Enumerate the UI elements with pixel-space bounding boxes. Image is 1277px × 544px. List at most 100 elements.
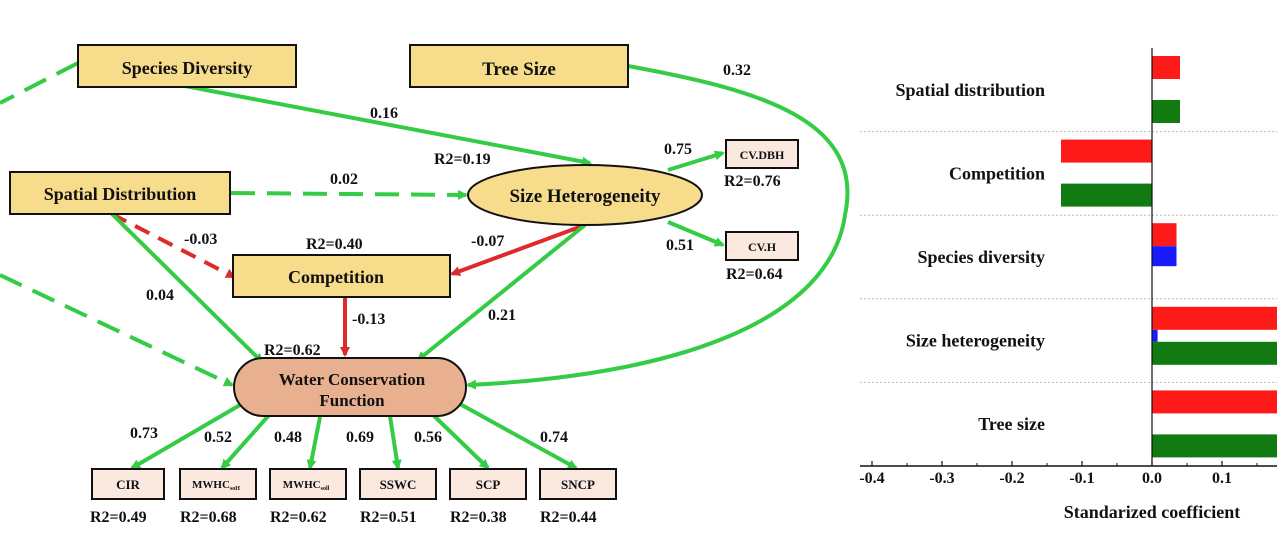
indicator-sswc-label: SSWC (380, 477, 417, 492)
indicator-scp: SCP (449, 468, 527, 500)
bar-tree-size-red (1152, 390, 1277, 414)
r2-sswc: R2=0.51 (360, 509, 417, 526)
indicator-mwhc-soll-label: MWHC (283, 479, 321, 491)
path-water-to-cir (130, 403, 242, 470)
paths (0, 61, 850, 470)
r2-cir: R2=0.49 (90, 509, 147, 526)
indicator-cir-label: CIR (116, 477, 140, 492)
bar-tree-size-green (1152, 434, 1277, 458)
r2-labels: R2=0.19 R2=0.40 R2=0.62 R2=0.76 R2=0.64 … (90, 151, 783, 526)
path-left-dashed-top (0, 61, 79, 105)
coefficient-labels: 0.32 0.16 0.02 -0.03 0.04 -0.07 0.21 -0.… (130, 62, 751, 446)
path-water-to-sswc (388, 415, 402, 470)
category-separators (860, 131, 1277, 383)
path-size-het-to-cv-h (667, 220, 725, 247)
x-tick-label: 0.0 (1142, 470, 1162, 487)
node-cv-h: CV.H (725, 231, 799, 261)
path-tree-size-to-water (466, 64, 850, 390)
water-conservation-label-line1: Water Conservation (279, 370, 426, 389)
indicator-mwhc-soll: MWHCsoll (269, 468, 347, 500)
category-label: Species diversity (918, 247, 1046, 267)
cv-dbh-label: CV.DBH (740, 148, 785, 162)
node-size-heterogeneity: Size Heterogeneity (467, 164, 703, 226)
coef-competition-to-water: -0.13 (352, 311, 385, 328)
path-water-to-sncp (459, 402, 578, 470)
coef-spatial-to-competition: -0.03 (184, 231, 217, 248)
node-water-conservation: Water Conservation Function (233, 357, 467, 417)
path-spatial-to-size-het (230, 189, 468, 200)
path-size-het-to-competition (450, 223, 586, 276)
coef-water-to-sncp: 0.74 (540, 429, 568, 446)
indicator-scp-label: SCP (476, 477, 501, 492)
bar-competition-red (1061, 139, 1152, 163)
path-spatial-to-water (110, 212, 264, 364)
x-tick-label: -0.1 (1069, 470, 1094, 487)
node-spatial-distribution: Spatial Distribution (9, 171, 231, 215)
r2-scp: R2=0.38 (450, 509, 507, 526)
coef-tree-size-to-water: 0.32 (723, 62, 751, 79)
path-left-dashed-to-water (0, 273, 234, 387)
spatial-distribution-label: Spatial Distribution (44, 184, 197, 204)
r2-cv-dbh: R2=0.76 (724, 173, 781, 190)
path-spatial-to-competition (111, 212, 236, 279)
indicator-mwhc-soll-subscript: soll (321, 486, 330, 492)
species-diversity-label: Species Diversity (122, 58, 252, 78)
coef-water-to-sswc: 0.69 (346, 429, 374, 446)
bar-size-heterogeneity-blue (1152, 329, 1158, 342)
r2-water-conservation: R2=0.62 (264, 342, 321, 359)
water-conservation-label-line2: Function (319, 391, 385, 410)
cv-h-label: CV.H (748, 240, 777, 254)
sem-diagram: Species Diversity Tree Size Spatial Dist… (0, 44, 850, 526)
x-axis-title: Standarized coefficient (1064, 502, 1240, 522)
coef-species-to-size-het: 0.16 (370, 105, 398, 122)
svg-text:MWHCsoH: MWHCsoH (192, 479, 240, 492)
indicator-mwhc-soh-subscript: soH (230, 486, 240, 492)
bar-size-heterogeneity-green (1152, 341, 1277, 365)
coef-water-to-mwhc-soh: 0.52 (204, 429, 232, 446)
svg-text:MWHCsoll: MWHCsoll (283, 479, 330, 492)
coef-size-het-to-cv-dbh: 0.75 (664, 141, 692, 158)
r2-competition: R2=0.40 (306, 236, 363, 253)
path-water-to-scp (428, 410, 490, 470)
r2-sncp: R2=0.44 (540, 509, 597, 526)
indicator-boxes: CIR MWHCsoH MWHCsoll SSWC SCP (91, 468, 617, 500)
indicator-mwhc-soh: MWHCsoH (179, 468, 257, 500)
bar-size-heterogeneity-red (1152, 306, 1277, 330)
indicator-mwhc-soh-label: MWHC (192, 479, 230, 491)
node-species-diversity: Species Diversity (77, 44, 297, 88)
x-tick-label: -0.3 (929, 470, 954, 487)
category-label: Spatial distribution (895, 80, 1045, 100)
path-size-het-to-water (416, 223, 587, 362)
x-tick-label: -0.2 (999, 470, 1024, 487)
indicator-sswc: SSWC (359, 468, 437, 500)
size-heterogeneity-label: Size Heterogeneity (509, 186, 661, 207)
indicator-cir: CIR (91, 468, 165, 500)
node-competition: Competition (232, 254, 451, 298)
r2-size-heterogeneity: R2=0.19 (434, 151, 491, 168)
coef-water-to-cir: 0.73 (130, 425, 158, 442)
bar-species-diversity-blue (1152, 246, 1177, 267)
bar-species-diversity-red (1152, 223, 1177, 247)
chart-bars (1061, 56, 1277, 458)
node-tree-size: Tree Size (409, 44, 629, 88)
x-tick-label: 0.1 (1212, 470, 1232, 487)
coef-size-het-to-competition: -0.07 (471, 233, 504, 250)
chart-axes (860, 48, 1277, 467)
node-cv-dbh: CV.DBH (725, 139, 799, 169)
coef-water-to-mwhc-soll: 0.48 (274, 429, 302, 446)
coef-size-het-to-water: 0.21 (488, 307, 516, 324)
bar-spatial-distribution-green (1152, 100, 1180, 123)
coef-spatial-to-size-het: 0.02 (330, 171, 358, 188)
category-label: Tree size (978, 414, 1045, 434)
indicator-sncp-label: SNCP (561, 477, 595, 492)
r2-mwhc-soll: R2=0.62 (270, 509, 327, 526)
path-species-to-size-het (184, 84, 592, 167)
path-water-to-mwhc-soll (306, 416, 322, 470)
bar-spatial-distribution-red (1152, 56, 1180, 79)
path-water-to-mwhc-soh (220, 412, 272, 470)
r2-mwhc-soh: R2=0.68 (180, 509, 237, 526)
